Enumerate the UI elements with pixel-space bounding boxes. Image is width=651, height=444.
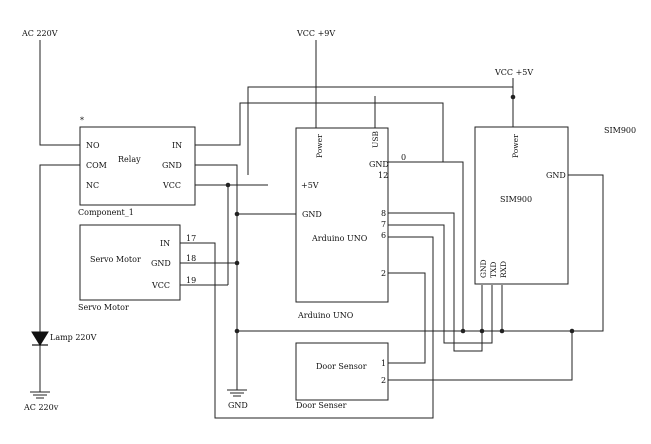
servo-pin-in: IN [160,239,170,248]
door-sensor-pin-2: 2 [381,376,386,385]
wire-servo-in [180,236,434,419]
wire-door-2 [388,331,573,381]
arduino-pin-12: 12 [378,171,388,180]
sim900-pin-gnd-right: GND [546,171,566,180]
wire-ac-in-to-no [39,40,80,146]
door-sensor-caption: Door Senser [296,401,347,410]
lamp-diode-icon [31,331,49,346]
arduino-pin-gnd-top: GND [369,160,389,169]
ground-label: GND [228,401,248,410]
junction-dot [510,94,516,100]
wire-ground-bus [237,174,604,332]
arduino-pin-6: 6 [381,231,386,240]
wire-com-to-lamp [39,164,80,332]
servo-pin-vcc: VCC [151,281,170,290]
servo-box [79,224,181,301]
junction-dot [225,182,231,188]
wire-arduino-gnd-top [388,161,464,331]
wire-relay-gnd [195,164,238,390]
arduino-pin-0: 0 [401,153,406,162]
door-sensor-component: Door Sensor 1 2 Door Senser [295,342,389,410]
relay-pin-in: IN [172,141,182,150]
relay-box [79,126,196,206]
arduino-pin-power: Power [315,134,324,158]
wire-top-long [247,86,513,175]
junction-dot [234,328,240,334]
junction-dot [234,260,240,266]
arduino-pin-7: 7 [381,220,386,229]
lamp-label: Lamp 220V [50,333,97,342]
wire-pin7 [388,224,493,344]
relay-pin-vcc: VCC [162,181,181,190]
relay-marker: * [80,116,84,125]
relay-caption: Component_1 [78,208,134,217]
sim900-pin-txd: TXD [489,262,498,278]
relay-pin-com: COM [86,161,107,170]
servo-caption: Servo Motor [78,303,129,312]
sim900-component: Power GND SIM900 GND TXD RXD SIM900 [474,126,636,285]
sim900-name: SIM900 [500,195,532,204]
relay-pin-no: NO [86,141,100,150]
vcc5-label: VCC +5V [494,68,533,77]
sim900-pin-rxd: RXD [499,261,508,278]
sim900-pin-power: Power [511,134,520,158]
arduino-pin-2: 2 [381,269,386,278]
servo-component: Servo Motor IN GND VCC 17 18 19 Servo Mo… [78,224,196,312]
ground-symbol-lines [227,389,247,397]
door-sensor-pin-1: 1 [381,359,386,368]
junction-dot [569,328,575,334]
junction-dot [460,328,466,334]
arduino-caption: Arduino UNO [297,311,354,320]
servo-name: Servo Motor [90,255,141,264]
junction-dot [479,328,485,334]
ac-out-label: AC 220v [23,403,59,412]
servo-net-18: 18 [186,254,196,263]
arduino-component: Power USB GND 12 0 +5V GND 8 7 6 2 Ardui… [295,127,406,320]
wiring [30,40,604,419]
sim900-pin-gnd: GND [479,259,488,278]
relay-pin-nc: NC [86,181,99,190]
arduino-box [295,127,389,303]
junction-dot [234,211,240,217]
sim900-title: SIM900 [604,126,636,135]
arduino-pin-5v: +5V [301,181,319,190]
junction-dot [499,328,505,334]
ac-in-label: AC 220V [21,29,58,38]
arduino-pin-8: 8 [381,209,386,218]
arduino-pin-gnd: GND [302,210,322,219]
door-sensor-name: Door Sensor [316,362,367,371]
wire-pin8 [388,212,483,352]
lamp: Lamp 220V [31,331,97,346]
relay-name: Relay [118,155,141,164]
ac-out-ground-lines [30,391,50,399]
arduino-pin-usb: USB [371,131,380,148]
vcc9-label: VCC +9V [296,29,335,38]
sim900-box [474,126,569,285]
door-sensor-box [295,342,389,401]
relay-component: * Relay NO COM NC IN GND VCC Component_1 [78,116,196,217]
servo-net-19: 19 [186,276,196,285]
arduino-name: Arduino UNO [311,234,368,243]
servo-net-17: 17 [186,234,196,243]
wire-door-1 [388,272,426,364]
servo-pin-gnd: GND [151,259,171,268]
relay-pin-gnd: GND [162,161,182,170]
